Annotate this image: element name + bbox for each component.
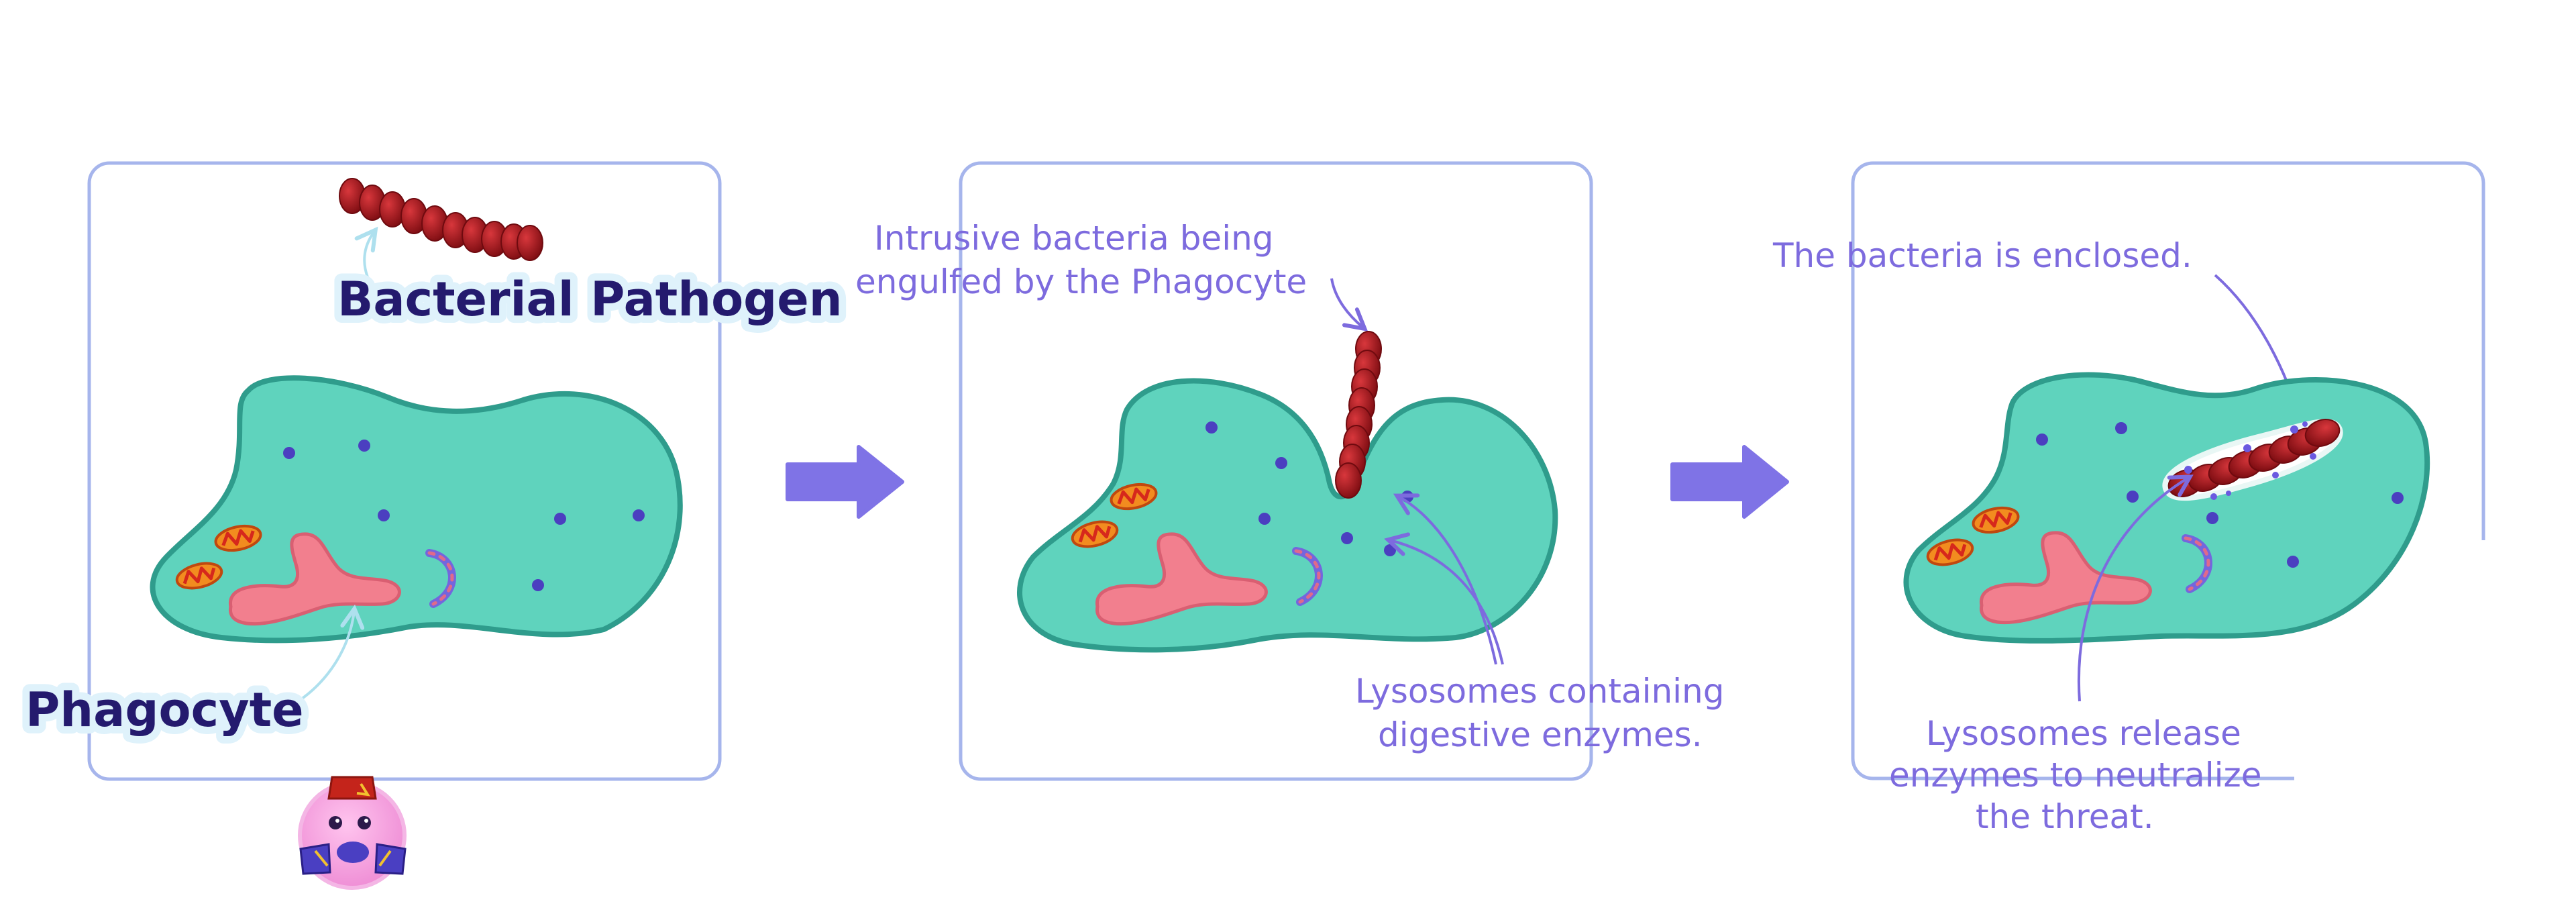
released-enzymes <box>2184 421 2316 500</box>
right-arrow-icon <box>1670 445 1789 519</box>
right-arrow-icon <box>786 445 904 519</box>
phagocyte-cell-digesting <box>1903 372 2430 644</box>
pathogen-label: Bacterial Pathogen <box>337 272 843 327</box>
panel-frame <box>1851 161 2485 780</box>
release-label-line1: Lysosomes release <box>1926 714 2241 753</box>
phagocyte-cell <box>150 375 683 644</box>
enclosed-label: The bacteria is enclosed. <box>1772 236 2192 275</box>
panel-step2: Intrusive bacteria being engulfed by the… <box>855 161 1724 781</box>
release-label-line2: enzymes to neutralize <box>1889 756 2262 795</box>
bacterial-pathogen <box>339 178 543 261</box>
lysosome-label-line2: digestive enzymes. <box>1378 715 1703 754</box>
phagosome <box>2162 414 2344 502</box>
engulf-label-line1: Intrusive bacteria being <box>874 219 1274 258</box>
panel-frame <box>87 161 722 781</box>
lysosome-pointer-2 <box>1399 497 1497 665</box>
lysosomes <box>2036 422 2404 568</box>
engulf-pointer <box>1330 278 1363 327</box>
panel-step1: Bacterial Pathogen Phagocyte <box>18 161 850 890</box>
phagocyte-pointer <box>274 611 354 715</box>
mascot-icon <box>298 776 407 890</box>
lysosome-label-line1: Lysosomes containing <box>1355 672 1724 711</box>
engulf-label-line2: engulfed by the Phagocyte <box>855 262 1307 301</box>
panel-step3: The bacteria is enclosed. <box>1772 161 2485 836</box>
panel-frame <box>959 161 1593 781</box>
phagocyte-cell-engulfing <box>1017 378 1558 653</box>
lysosome-pointer-1 <box>1390 540 1504 665</box>
pathogen-pointer <box>364 232 376 293</box>
lysosomes <box>283 440 645 591</box>
release-pointer <box>2078 478 2188 702</box>
phagocyte-label: Phagocyte <box>25 682 304 738</box>
release-label-line3: the threat. <box>1976 797 2154 836</box>
